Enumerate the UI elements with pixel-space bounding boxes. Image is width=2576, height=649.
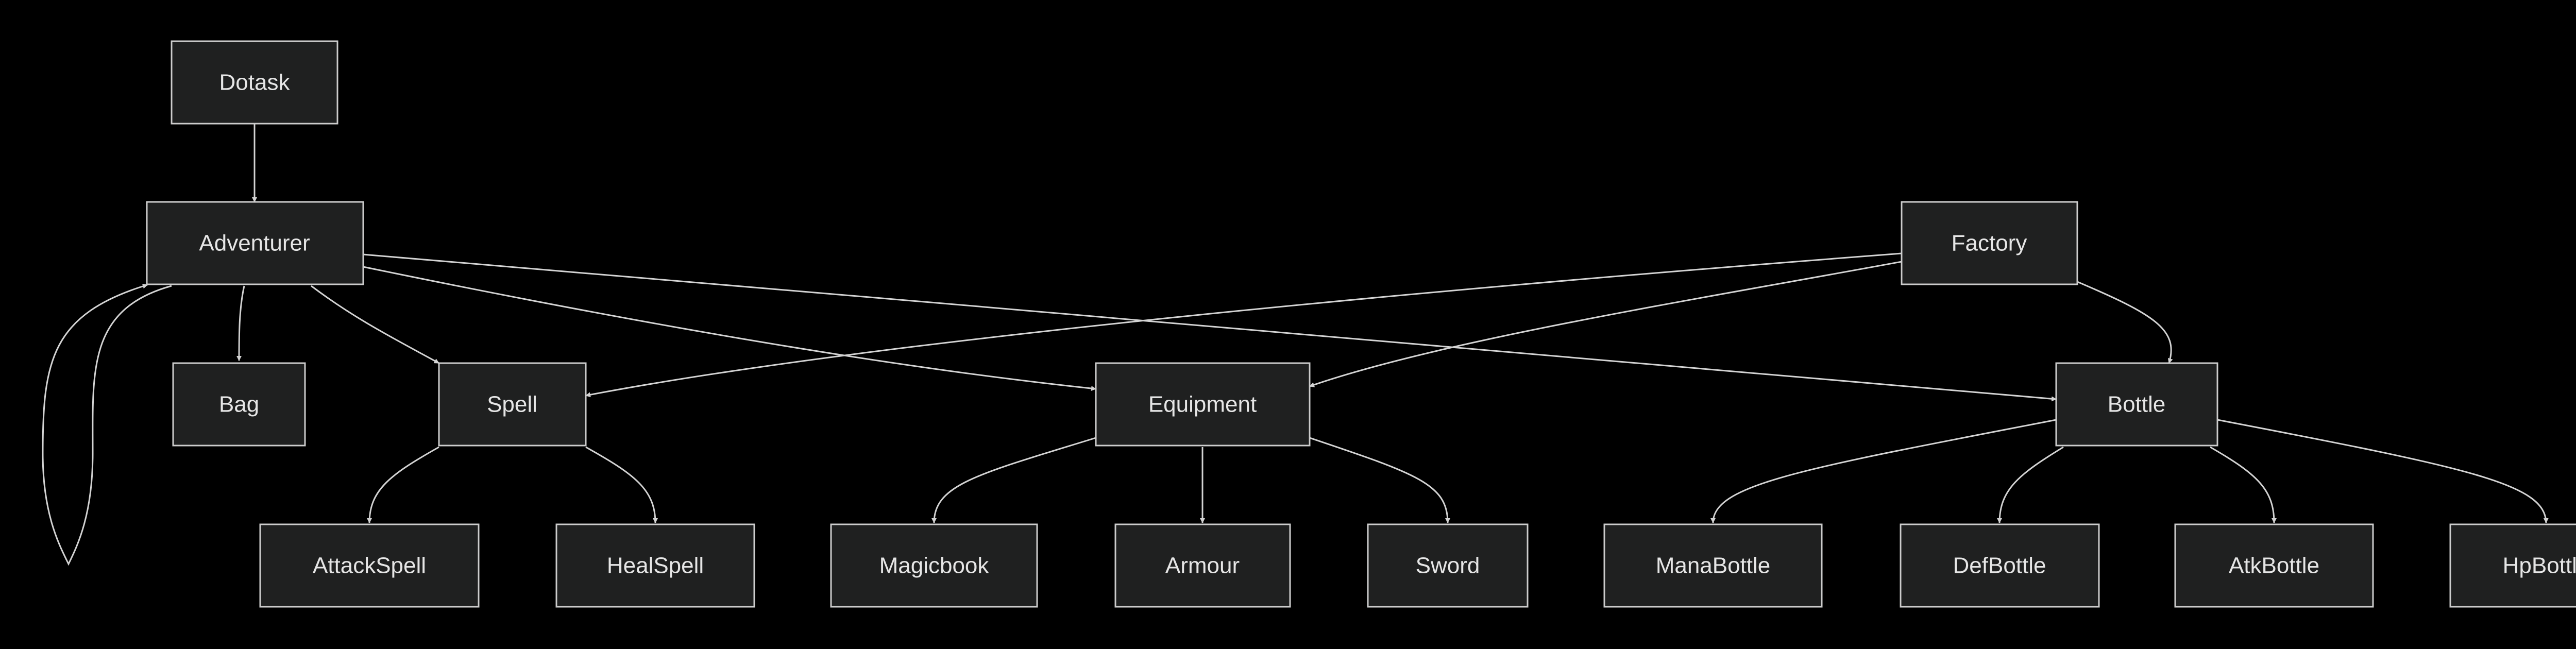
edge-bottle-hpbottle — [2217, 419, 2549, 523]
node-magicbook-label: Magicbook — [879, 553, 990, 578]
edges — [42, 124, 2549, 566]
node-dotask[interactable]: Dotask — [171, 40, 338, 125]
node-defbottle-label: DefBottle — [1953, 553, 2046, 578]
node-attackspell-label: AttackSpell — [313, 553, 426, 578]
node-equipment[interactable]: Equipment — [1095, 362, 1311, 447]
node-bag[interactable]: Bag — [172, 362, 306, 447]
node-adventurer[interactable]: Adventurer — [146, 201, 364, 285]
node-atkbottle[interactable]: AtkBottle — [2174, 523, 2374, 608]
edge-factory-bottle — [2077, 281, 2173, 364]
node-healspell[interactable]: HealSpell — [555, 523, 755, 608]
edge-factory-equipment — [1309, 261, 1902, 387]
node-factory-label: Factory — [1952, 231, 2027, 256]
node-sword-label: Sword — [1416, 553, 1480, 578]
node-dotask-label: Dotask — [219, 70, 291, 95]
edge-adventurer-spell — [311, 285, 439, 364]
edge-adventurer-self — [42, 283, 172, 566]
edge-bottle-manabottle — [1710, 419, 2057, 523]
node-armour[interactable]: Armour — [1114, 523, 1291, 608]
node-bottle[interactable]: Bottle — [2055, 362, 2218, 447]
edge-adventurer-bag — [236, 285, 245, 361]
edge-factory-spell — [585, 252, 1902, 398]
node-armour-label: Armour — [1165, 553, 1240, 578]
node-spell-label: Spell — [487, 392, 537, 417]
nodes: Dotask Adventurer Factory Bag Spell Equi… — [146, 40, 2576, 608]
edge-spell-attackspell — [367, 446, 439, 523]
edge-equipment-magicbook — [931, 437, 1096, 523]
node-manabottle-label: ManaBottle — [1656, 553, 1771, 578]
edge-spell-healspell — [585, 446, 658, 523]
node-manabottle[interactable]: ManaBottle — [1603, 523, 1823, 608]
node-adventurer-label: Adventurer — [199, 231, 310, 256]
edge-bottle-defbottle — [1997, 446, 2064, 523]
node-hpbottle[interactable]: HpBottle — [2449, 523, 2576, 608]
node-atkbottle-label: AtkBottle — [2229, 553, 2319, 578]
node-bottle-label: Bottle — [2108, 392, 2166, 417]
node-hpbottle-label: HpBottle — [2503, 553, 2576, 578]
node-factory[interactable]: Factory — [1901, 201, 2078, 285]
node-healspell-label: HealSpell — [607, 553, 704, 578]
node-attackspell[interactable]: AttackSpell — [259, 523, 480, 608]
edge-adventurer-equipment — [363, 266, 1096, 391]
edge-equipment-sword — [1309, 437, 1450, 523]
node-spell[interactable]: Spell — [438, 362, 587, 447]
node-magicbook[interactable]: Magicbook — [830, 523, 1038, 608]
node-bag-label: Bag — [219, 392, 259, 417]
edge-bottle-atkbottle — [2210, 446, 2277, 523]
node-equipment-label: Equipment — [1148, 392, 1257, 417]
node-defbottle[interactable]: DefBottle — [1900, 523, 2100, 608]
node-sword[interactable]: Sword — [1367, 523, 1529, 608]
